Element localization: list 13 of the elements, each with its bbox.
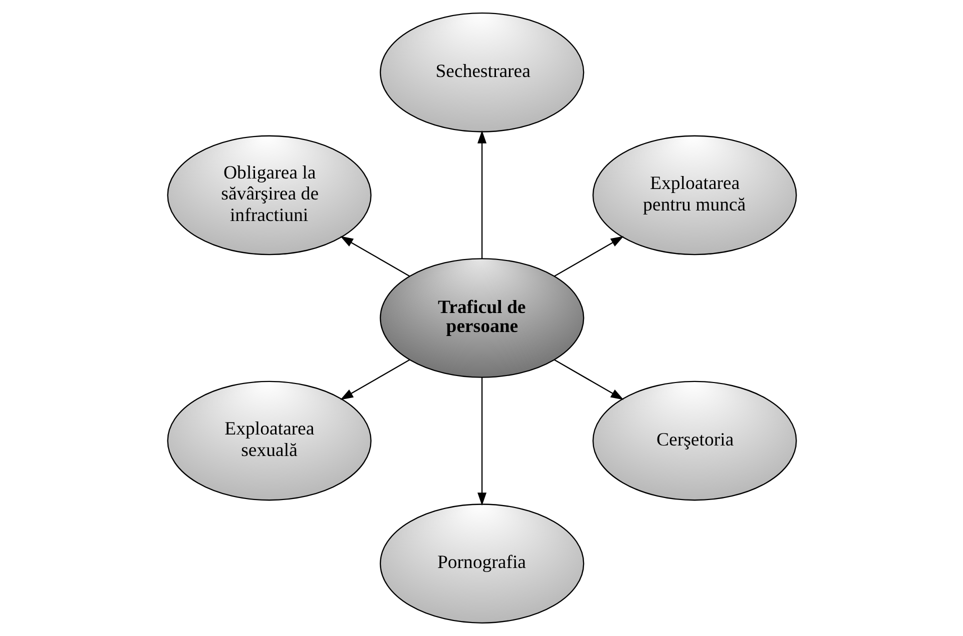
node-ellipse: Exploatarea sexuală	[166, 380, 372, 501]
arrow	[476, 377, 486, 506]
node-ellipse: Cerşetoria	[592, 380, 796, 501]
arrow	[476, 130, 486, 259]
node-ellipse: Pornografia	[379, 504, 584, 624]
node-ellipse: Traficul de persoane	[379, 258, 584, 378]
arrow	[554, 359, 624, 400]
node-ellipse: Sechestrarea	[379, 12, 584, 132]
arrow	[340, 359, 410, 400]
arrow	[340, 236, 410, 277]
arrow	[554, 236, 624, 277]
node-ellipse: Obligarea la săvârşirea de infractiuni	[166, 135, 372, 256]
node-ellipse: Exploatarea pentru muncă	[592, 135, 796, 256]
